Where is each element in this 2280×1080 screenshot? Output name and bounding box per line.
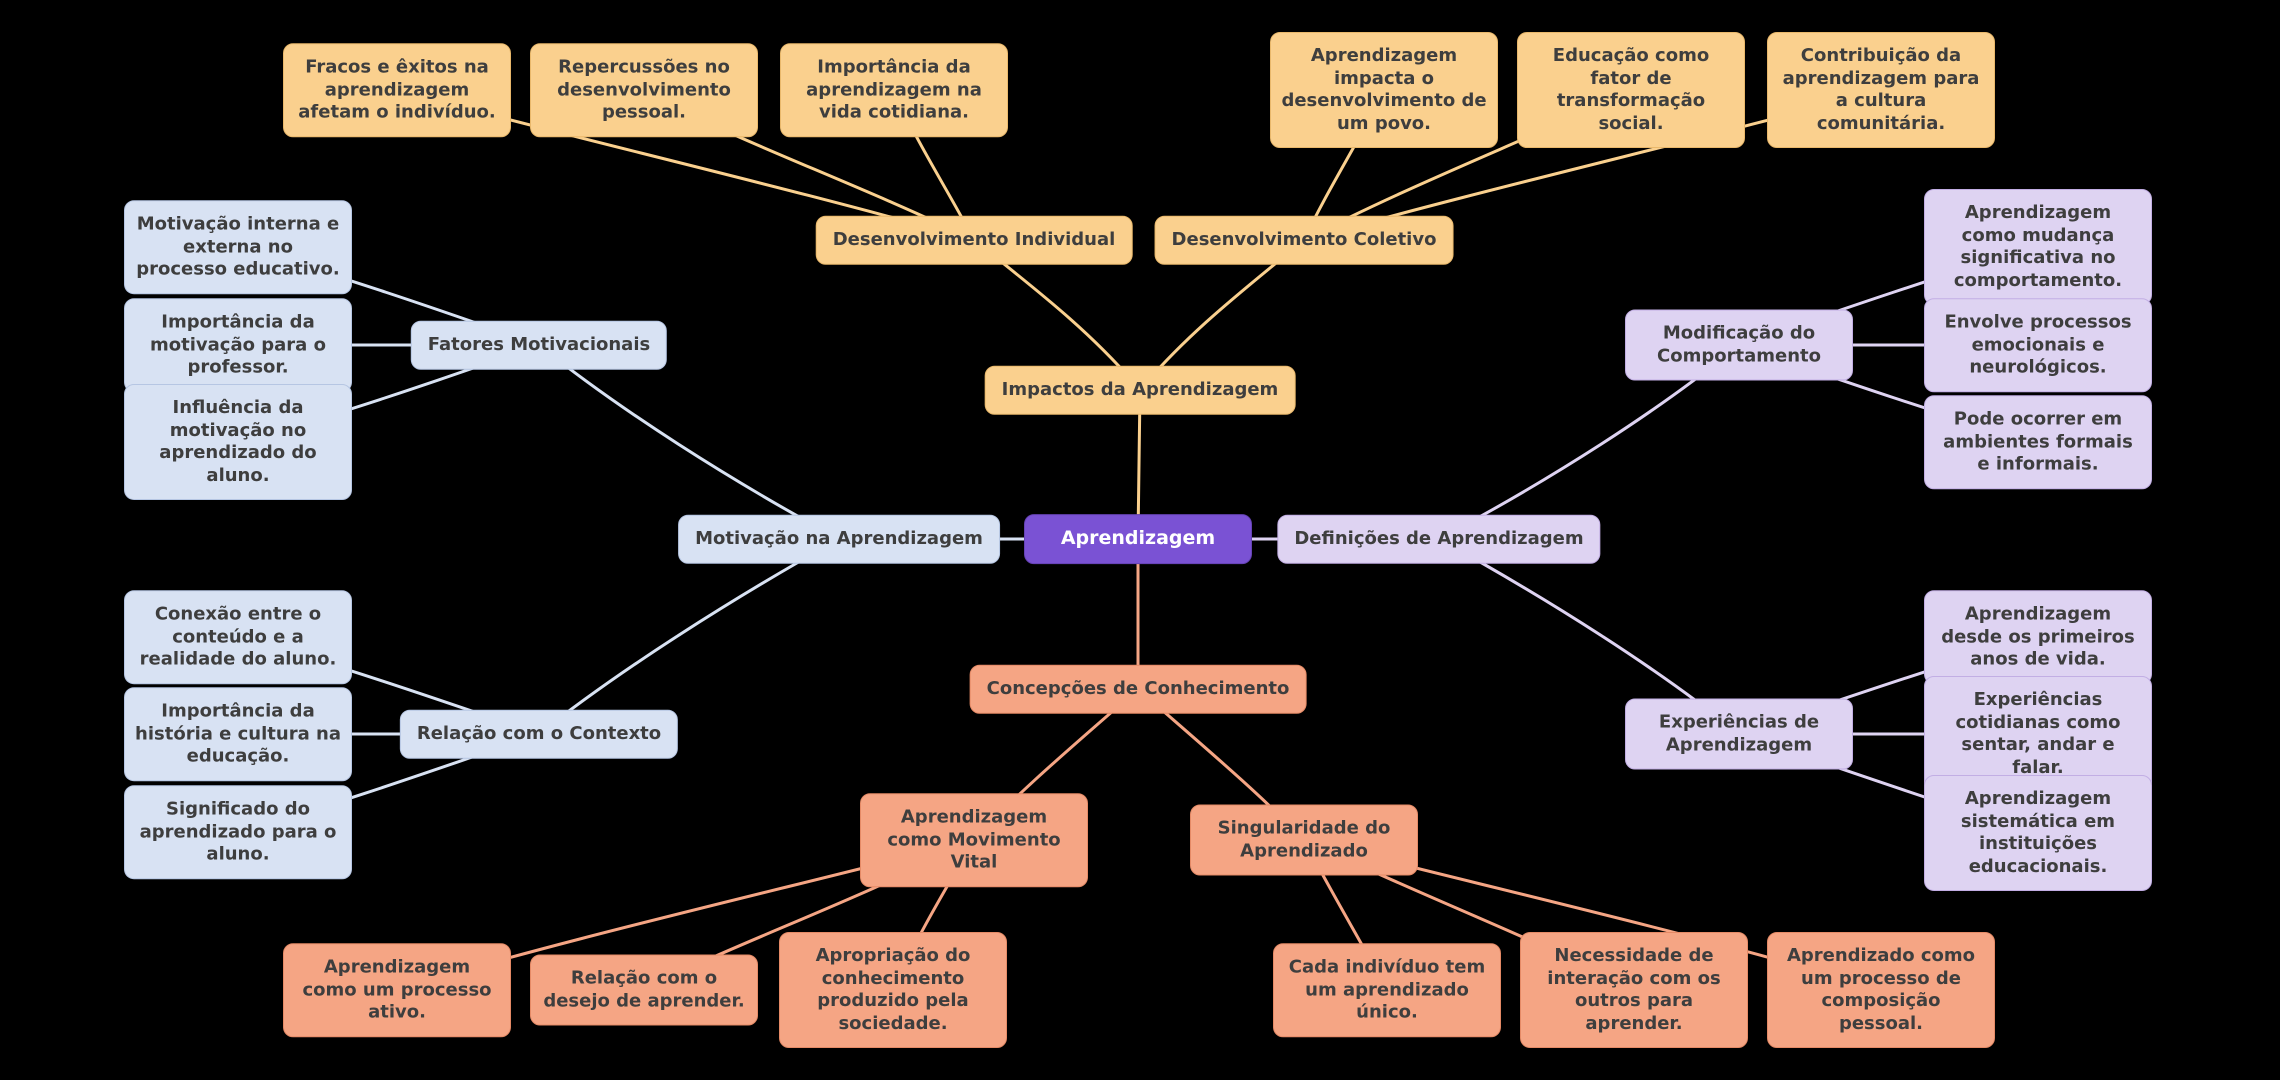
leaf-primeiros-anos[interactable]: Aprendizagem desde os primeiros anos de …: [1924, 590, 2152, 684]
node-relacao-contexto[interactable]: Relação com o Contexto: [399, 709, 679, 759]
leaf-cultura-comunitaria[interactable]: Contribuição da aprendizagem para a cult…: [1767, 32, 1995, 148]
node-definicoes[interactable]: Definições de Aprendizagem: [1277, 514, 1601, 564]
leaf-significado-aprendizado[interactable]: Significado do aprendizado para o aluno.: [124, 785, 352, 879]
node-motivacao[interactable]: Motivação na Aprendizagem: [678, 514, 1000, 564]
leaf-aprendizagem-sistematica[interactable]: Aprendizagem sistemática em instituições…: [1924, 775, 2152, 891]
leaf-composicao-pessoal[interactable]: Aprendizado como um processo de composiç…: [1767, 932, 1995, 1048]
leaf-desejo-aprender[interactable]: Relação com o desejo de aprender.: [530, 954, 758, 1026]
node-movimento-vital[interactable]: Aprendizagem como Movimento Vital: [860, 793, 1088, 887]
node-concepcoes[interactable]: Concepções de Conhecimento: [969, 664, 1307, 714]
node-desenvolvimento-individual[interactable]: Desenvolvimento Individual: [815, 215, 1133, 265]
leaf-conexao-conteudo[interactable]: Conexão entre o conteúdo e a realidade d…: [124, 590, 352, 684]
leaf-apropriacao-conhecimento[interactable]: Apropriação do conhecimento produzido pe…: [779, 932, 1007, 1048]
edge: [537, 343, 841, 541]
node-modificacao-comportamento[interactable]: Modificação do Comportamento: [1625, 309, 1853, 381]
edge: [537, 537, 841, 736]
leaf-fracos-exitos[interactable]: Fracos e êxitos na aprendizagem afetam o…: [283, 43, 511, 137]
node-root-aprendizagem[interactable]: Aprendizagem: [1024, 514, 1252, 564]
node-desenvolvimento-coletivo[interactable]: Desenvolvimento Coletivo: [1154, 215, 1454, 265]
node-experiencias-aprendizagem[interactable]: Experiências de Aprendizagem: [1625, 698, 1853, 770]
leaf-motivacao-professor[interactable]: Importância da motivação para o professo…: [124, 298, 352, 392]
leaf-motivacao-aluno[interactable]: Influência da motivação no aprendizado d…: [124, 384, 352, 500]
leaf-experiencias-cotidianas[interactable]: Experiências cotidianas como sentar, and…: [1924, 676, 2152, 792]
leaf-motivacao-interna-externa[interactable]: Motivação interna e externa no processo …: [124, 200, 352, 294]
leaf-aprendizado-unico[interactable]: Cada indivíduo tem um aprendizado único.: [1273, 943, 1501, 1037]
leaf-processos-emocionais[interactable]: Envolve processos emocionais e neurológi…: [1924, 298, 2152, 392]
leaf-transformacao-social[interactable]: Educação como fator de transformação soc…: [1517, 32, 1745, 148]
leaf-processo-ativo[interactable]: Aprendizagem como um processo ativo.: [283, 943, 511, 1037]
leaf-historia-cultura[interactable]: Importância da história e cultura na edu…: [124, 687, 352, 781]
leaf-mudanca-significativa[interactable]: Aprendizagem como mudança significativa …: [1924, 189, 2152, 305]
node-fatores-motivacionais[interactable]: Fatores Motivacionais: [410, 320, 668, 370]
leaf-ambientes-formais[interactable]: Pode ocorrer em ambientes formais e info…: [1924, 395, 2152, 489]
leaf-vida-cotidiana[interactable]: Importância da aprendizagem na vida coti…: [780, 43, 1008, 137]
leaf-repercussoes[interactable]: Repercussões no desenvolvimento pessoal.: [530, 43, 758, 137]
node-impactos[interactable]: Impactos da Aprendizagem: [984, 365, 1296, 415]
leaf-impacta-povo[interactable]: Aprendizagem impacta o desenvolvimento d…: [1270, 32, 1498, 148]
node-singularidade[interactable]: Singularidade do Aprendizado: [1190, 804, 1418, 876]
leaf-interacao-outros[interactable]: Necessidade de interação com os outros p…: [1520, 932, 1748, 1048]
